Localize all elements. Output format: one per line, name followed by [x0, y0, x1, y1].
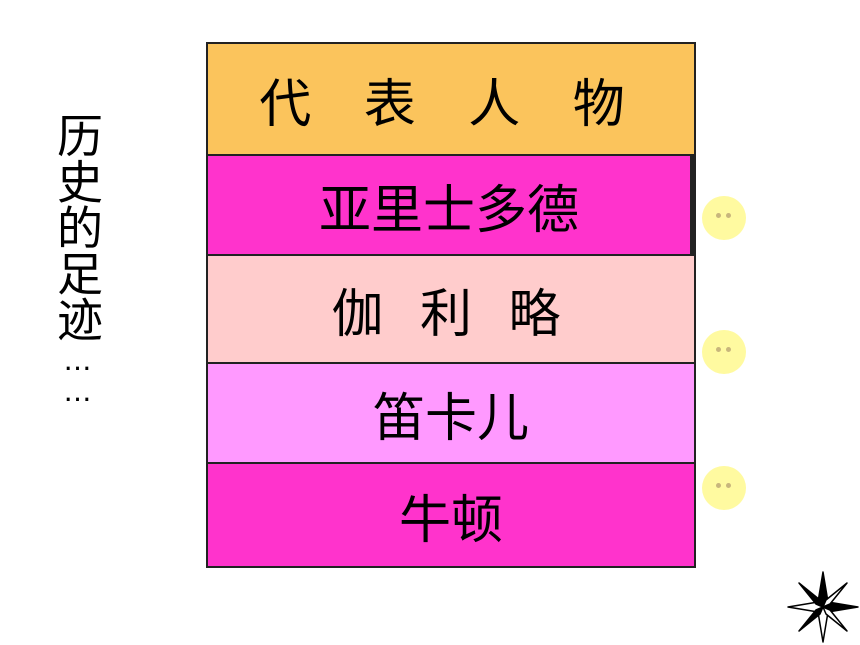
representatives-table: 代 表 人 物 亚里士多德 伽 利 略 笛卡儿 牛顿: [206, 42, 696, 568]
smiley-face-icon: [702, 466, 746, 510]
smiley-eye: [716, 483, 721, 488]
table-row-descartes: 笛卡儿: [208, 364, 694, 464]
table-header: 代 表 人 物: [208, 44, 694, 156]
table-row-galileo: 伽 利 略: [208, 256, 694, 364]
smiley-face-icon: [702, 330, 746, 374]
vertical-title-ellipsis: ……: [61, 344, 94, 406]
smiley-eye: [716, 213, 721, 218]
smiley-eye: [716, 347, 721, 352]
table-row-aristotle: 亚里士多德: [208, 156, 694, 256]
smiley-face-icon: [702, 196, 746, 240]
compass-rose-icon: [787, 571, 859, 643]
vertical-title: 历史的足迹 ……: [50, 112, 104, 406]
smiley-eye: [726, 213, 731, 218]
smiley-eye: [726, 483, 731, 488]
vertical-title-text: 历史的足迹: [50, 112, 104, 342]
table-row-newton: 牛顿: [208, 464, 694, 566]
smiley-eye: [726, 347, 731, 352]
